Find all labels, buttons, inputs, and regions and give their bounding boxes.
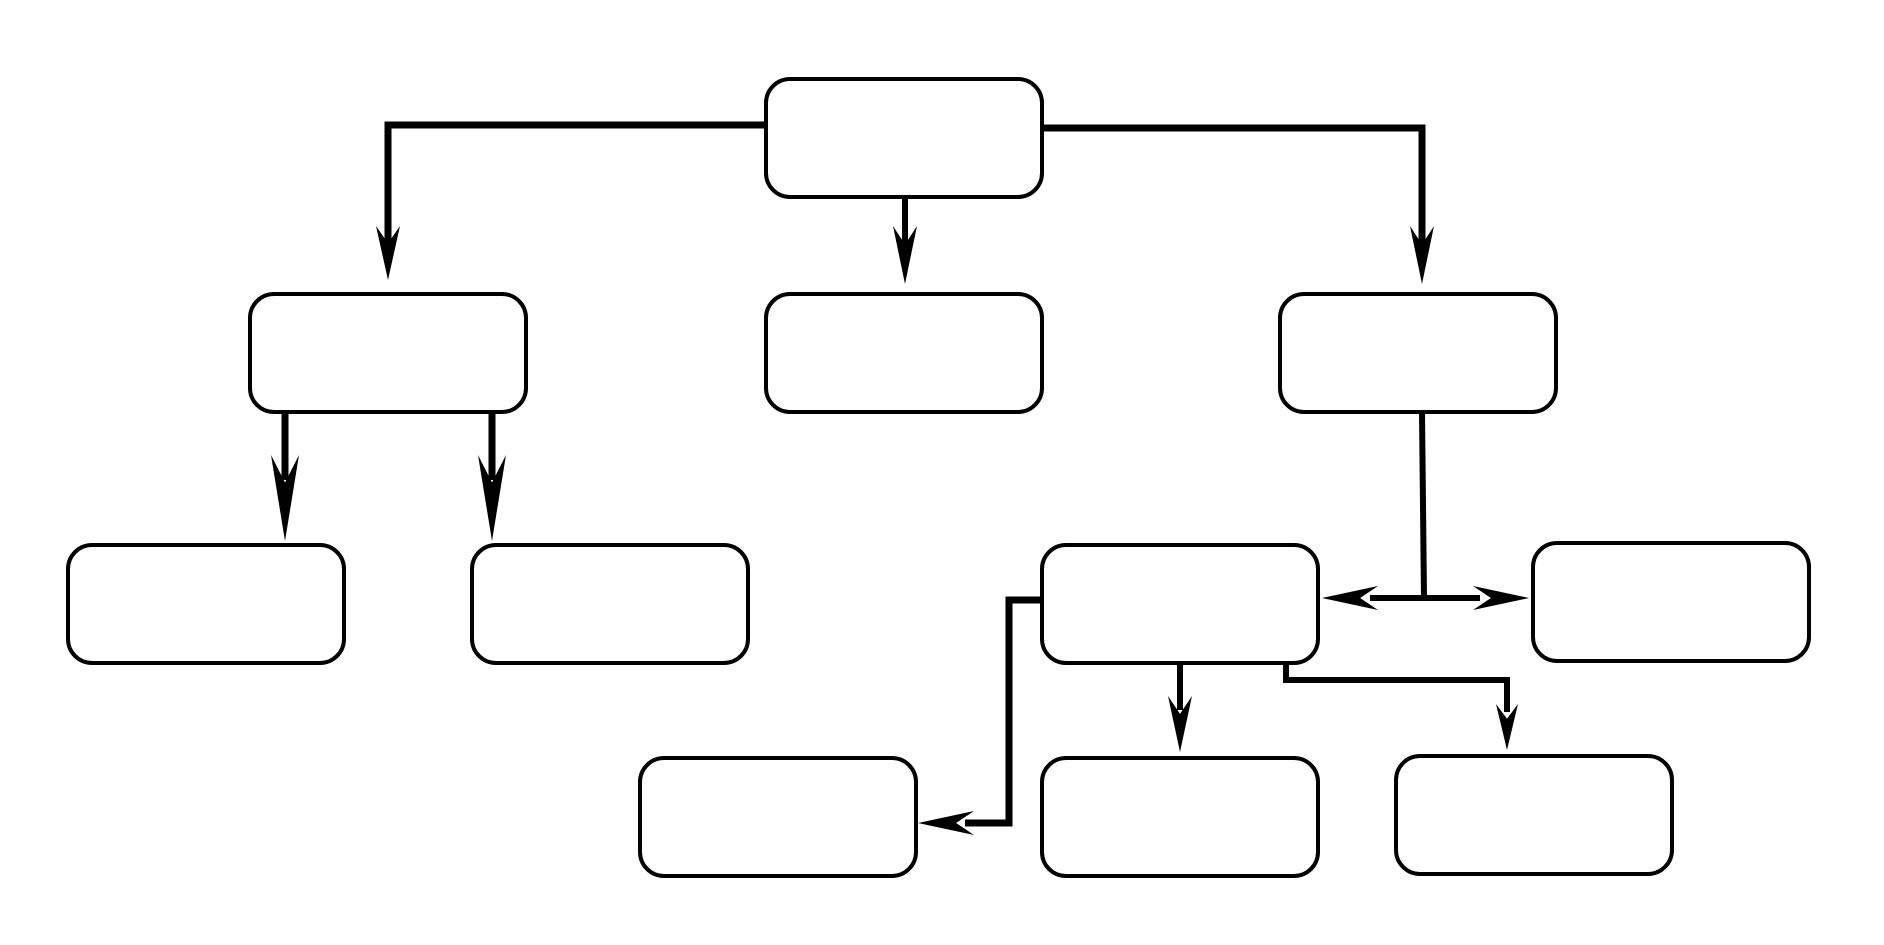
node-box bbox=[248, 292, 528, 414]
node-left-right-leaf bbox=[470, 543, 750, 665]
arrowhead-left-child-left-right-leaf bbox=[478, 455, 506, 541]
node-box bbox=[1394, 754, 1674, 876]
node-middle-child bbox=[764, 292, 1044, 414]
node-right-hub bbox=[1040, 543, 1320, 665]
node-hub-left-leaf bbox=[638, 756, 918, 878]
node-left-child bbox=[248, 292, 528, 414]
edge-right-hub-hub-left-leaf bbox=[965, 596, 1042, 827]
node-layer bbox=[66, 77, 1811, 878]
edge-right-child-right-hub bbox=[1370, 411, 1428, 601]
arrowhead-root-right-child bbox=[1410, 226, 1434, 284]
arrowhead-right-child-right-hub bbox=[1322, 586, 1378, 610]
node-box bbox=[66, 543, 346, 665]
arrowhead-root-left-child bbox=[376, 226, 400, 280]
node-right-child bbox=[1278, 292, 1558, 414]
node-box bbox=[764, 77, 1044, 199]
edge-layer bbox=[271, 121, 1529, 835]
arrowhead-root-middle-child bbox=[893, 226, 917, 284]
arrowhead-right-hub-hub-left-leaf bbox=[918, 811, 974, 835]
edge-root-left-child bbox=[384, 121, 766, 250]
node-right-side-leaf bbox=[1531, 541, 1811, 663]
node-box bbox=[470, 543, 750, 665]
node-box bbox=[1040, 756, 1320, 878]
node-box bbox=[1278, 292, 1558, 414]
node-hub-right-leaf bbox=[1394, 754, 1674, 876]
arrowhead-right-hub-hub-middle-leaf bbox=[1168, 696, 1192, 752]
node-box bbox=[764, 292, 1044, 414]
arrowhead-left-child-left-left-leaf bbox=[271, 455, 299, 541]
node-hub-middle-leaf bbox=[1040, 756, 1320, 878]
node-root bbox=[764, 77, 1044, 199]
arrowhead-right-child-right-side-leaf bbox=[1473, 586, 1529, 610]
node-box bbox=[638, 756, 918, 878]
node-box bbox=[1040, 543, 1320, 665]
node-box bbox=[1531, 541, 1811, 663]
edge-right-hub-hub-right-leaf bbox=[1283, 663, 1510, 712]
node-left-left-leaf bbox=[66, 543, 346, 665]
arrowhead-right-hub-hub-right-leaf bbox=[1496, 704, 1518, 750]
edge-root-right-child bbox=[1042, 124, 1426, 250]
